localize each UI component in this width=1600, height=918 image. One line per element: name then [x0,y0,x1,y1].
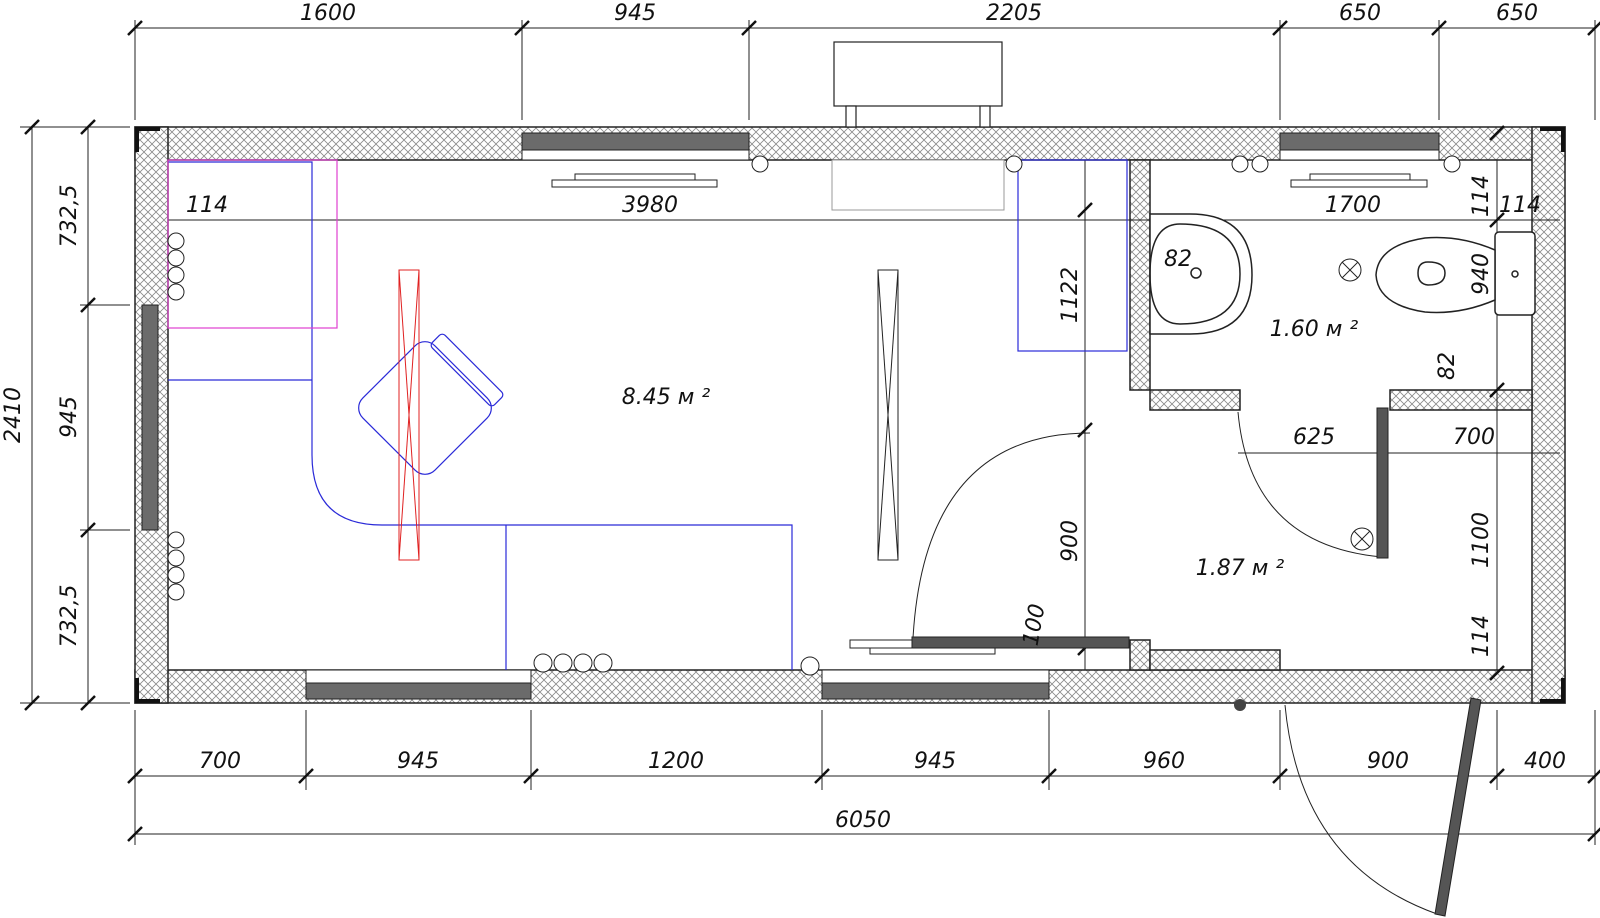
sink [1149,213,1253,335]
dim-114-c: 114 [1469,615,1494,657]
left-dim-2: 945 [57,396,82,438]
top-dim-3: 2205 [986,1,1042,26]
left-dim-3: 732,5 [57,585,82,648]
inner-dimension-labels: 114 3980 1700 114 114 82 940 1122 82 625… [186,175,1541,657]
top-dimension-labels: 1600 945 2205 650 650 [300,1,1538,26]
dim-900-door: 900 [1058,520,1083,562]
bottom-dim-4: 945 [914,749,956,774]
dim-1100: 1100 [1469,512,1494,568]
sockets [167,155,1461,676]
bottom-dim-6: 900 [1367,749,1409,774]
main-room-area: 8.45 м ² [622,385,711,410]
bottom-dim-1: 700 [199,749,241,774]
bottom-dim-2: 945 [397,749,439,774]
light-fixtures [1338,258,1374,551]
hall-area: 1.87 м ² [1196,556,1285,581]
radiators [551,159,1428,655]
total-height: 2410 [1,387,26,443]
ceiling-beam-red [398,269,420,561]
top-dim-1: 1600 [300,1,356,26]
toilet [1375,231,1536,316]
bottom-dim-5: 960 [1143,749,1185,774]
dim-82-sink: 82 [1164,247,1192,272]
doors [912,411,1438,915]
dimension-lines [20,20,1596,845]
bottom-dimension-labels: 700 945 1200 945 960 900 400 6050 [199,749,1566,833]
dim-625: 625 [1293,425,1335,450]
dim-700: 700 [1453,425,1495,450]
dim-1700: 1700 [1325,193,1381,218]
dim-940: 940 [1469,253,1494,295]
outdoor-unit [833,41,1003,128]
room-area-labels: 8.45 м ² 1.60 м ² 1.87 м ² [622,317,1359,581]
dim-1122: 1122 [1058,267,1083,323]
dim-114-a: 114 [1469,175,1494,217]
dim-3980: 3980 [622,193,678,218]
dim-114-left: 114 [186,193,228,218]
left-dimension-labels: 732,5 945 732,5 2410 [1,185,82,648]
door-leaves [911,407,1482,917]
bottom-dim-7: 400 [1524,749,1566,774]
bathroom-area: 1.60 м ² [1270,317,1359,342]
windows [141,132,1440,700]
top-dim-4: 650 [1339,1,1381,26]
total-width: 6050 [835,808,891,833]
top-dim-5: 650 [1496,1,1538,26]
bed-outline [167,159,338,329]
corner-markers [135,127,1565,703]
left-dim-1: 732,5 [57,185,82,248]
dim-82-right: 82 [1435,352,1460,380]
top-dim-2: 945 [614,1,656,26]
bottom-dim-3: 1200 [648,749,704,774]
dim-114-b: 114 [1499,193,1541,218]
furniture-blue [168,159,1128,670]
ceiling-beam [877,269,899,561]
